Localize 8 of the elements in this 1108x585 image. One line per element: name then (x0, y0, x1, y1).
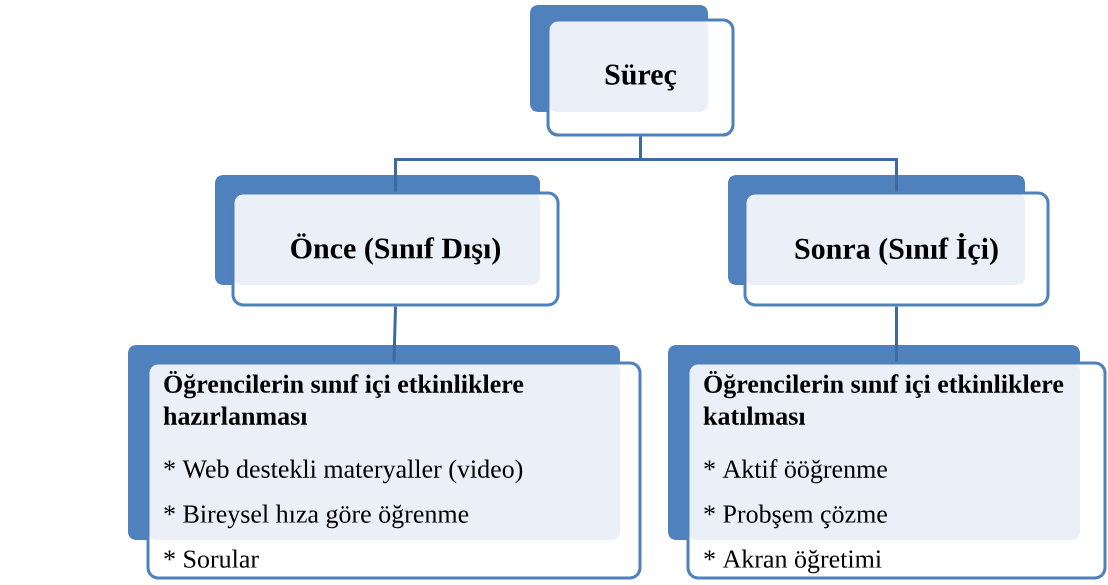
activity-box: Öğrencilerin sınıf içi etkinliklere hazırlanması * Web destekli materyaller (video) * Bireysel hıza göre öğrenme * Sorular (128, 345, 642, 580)
activity-box: Öğrencilerin sınıf içi etkinliklere katılması * Aktif ööğrenme * Probşem çözme * Akran öğretimi (668, 345, 1107, 580)
phase-box: Sonra (Sınıf İçi) (728, 175, 1050, 307)
title-box: Süreç (530, 5, 735, 137)
connector-line (392, 306, 397, 362)
connector-line (639, 136, 898, 192)
phase-box: Önce (Sınıf Dışı) (215, 175, 560, 307)
connector-line (895, 306, 898, 362)
